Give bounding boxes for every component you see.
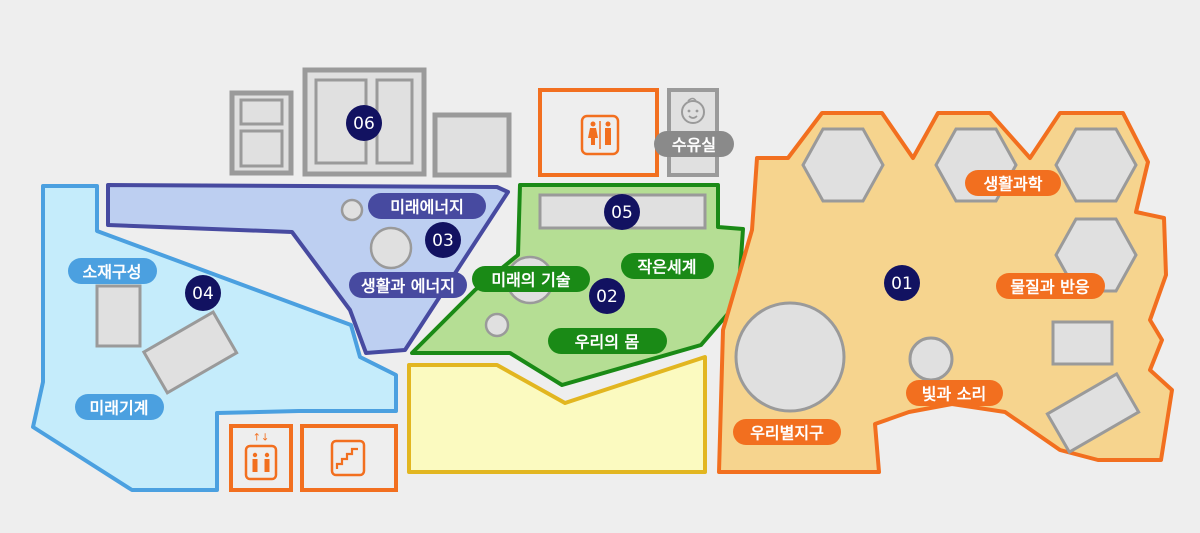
exhibit-hexagons bbox=[801, 127, 1138, 293]
room-block bbox=[239, 129, 284, 168]
svg-text:생활과 에너지: 생활과 에너지 bbox=[361, 277, 455, 296]
label-life-and-energy[interactable]: 생활과 에너지 bbox=[349, 272, 467, 298]
svg-text:생활과학: 생활과학 bbox=[984, 175, 1043, 194]
svg-text:03: 03 bbox=[432, 231, 454, 251]
zone-badge-05[interactable]: 05 bbox=[604, 194, 640, 230]
svg-text:미래의 기술: 미래의 기술 bbox=[491, 271, 570, 290]
label-material-composition[interactable]: 소재구성 bbox=[68, 258, 157, 284]
label-living-science[interactable]: 생활과학 bbox=[965, 170, 1061, 196]
svg-text:우리의 몸: 우리의 몸 bbox=[575, 333, 640, 352]
zone-03-area[interactable] bbox=[106, 183, 510, 355]
zone-badge-04[interactable]: 04 bbox=[185, 275, 221, 311]
stairs-facility[interactable] bbox=[300, 424, 398, 492]
svg-text:↑↓: ↑↓ bbox=[253, 433, 270, 444]
svg-text:수유실: 수유실 bbox=[672, 136, 716, 155]
exhibit-circle bbox=[908, 336, 954, 382]
exhibit-circle bbox=[734, 301, 846, 413]
svg-text:06: 06 bbox=[353, 114, 375, 134]
exhibit-circle bbox=[369, 226, 413, 270]
label-our-body[interactable]: 우리의 몸 bbox=[548, 328, 667, 354]
yellow-area[interactable] bbox=[407, 355, 707, 474]
label-light-sound[interactable]: 빛과 소리 bbox=[906, 380, 1003, 406]
svg-text:미래기계: 미래기계 bbox=[90, 399, 149, 418]
baby-face-icon bbox=[681, 97, 705, 124]
room-block bbox=[432, 112, 512, 178]
restroom-facility[interactable] bbox=[538, 88, 659, 177]
label-small-world[interactable]: 작은세계 bbox=[621, 253, 714, 279]
svg-text:작은세계: 작은세계 bbox=[638, 258, 697, 277]
exhibit-hexagon bbox=[1054, 127, 1138, 203]
label-matter-reaction[interactable]: 물질과 반응 bbox=[996, 273, 1105, 299]
label-future-energy[interactable]: 미래에너지 bbox=[368, 193, 486, 219]
label-our-planet[interactable]: 우리별지구 bbox=[733, 419, 841, 445]
exhibit-block bbox=[1051, 320, 1114, 366]
svg-text:우리별지구: 우리별지구 bbox=[750, 424, 824, 443]
exhibit-circle bbox=[484, 312, 510, 338]
zone-badge-02[interactable]: 02 bbox=[589, 278, 625, 314]
svg-text:04: 04 bbox=[192, 284, 214, 304]
svg-text:미래에너지: 미래에너지 bbox=[390, 198, 464, 217]
exhibit-block bbox=[141, 310, 239, 395]
zone-badge-03[interactable]: 03 bbox=[425, 222, 461, 258]
exhibit-hexagon bbox=[801, 127, 885, 203]
svg-text:05: 05 bbox=[611, 203, 633, 223]
zone-badge-06[interactable]: 06 bbox=[346, 105, 382, 141]
exhibit-circle bbox=[340, 198, 364, 222]
restroom-icon bbox=[580, 114, 620, 156]
svg-text:빛과 소리: 빛과 소리 bbox=[922, 385, 986, 404]
exhibit-block bbox=[95, 284, 142, 348]
label-future-technology[interactable]: 미래의 기술 bbox=[472, 266, 590, 292]
label-nursing-room[interactable]: 수유실 bbox=[654, 131, 734, 157]
svg-text:물질과 반응: 물질과 반응 bbox=[1010, 278, 1089, 297]
svg-text:02: 02 bbox=[596, 287, 618, 307]
elevator-icon: ↑↓ bbox=[244, 433, 278, 481]
svg-text:소재구성: 소재구성 bbox=[83, 263, 142, 282]
zone-badge-01[interactable]: 01 bbox=[884, 265, 920, 301]
zone-06-rooms bbox=[229, 67, 512, 178]
exhibit-block bbox=[1045, 371, 1141, 455]
label-future-machine[interactable]: 미래기계 bbox=[75, 394, 164, 420]
stairs-icon bbox=[330, 439, 366, 477]
svg-text:01: 01 bbox=[891, 274, 913, 294]
elevator-facility[interactable]: ↑↓ bbox=[229, 424, 293, 492]
room-block bbox=[375, 78, 414, 165]
room-block bbox=[239, 98, 284, 126]
